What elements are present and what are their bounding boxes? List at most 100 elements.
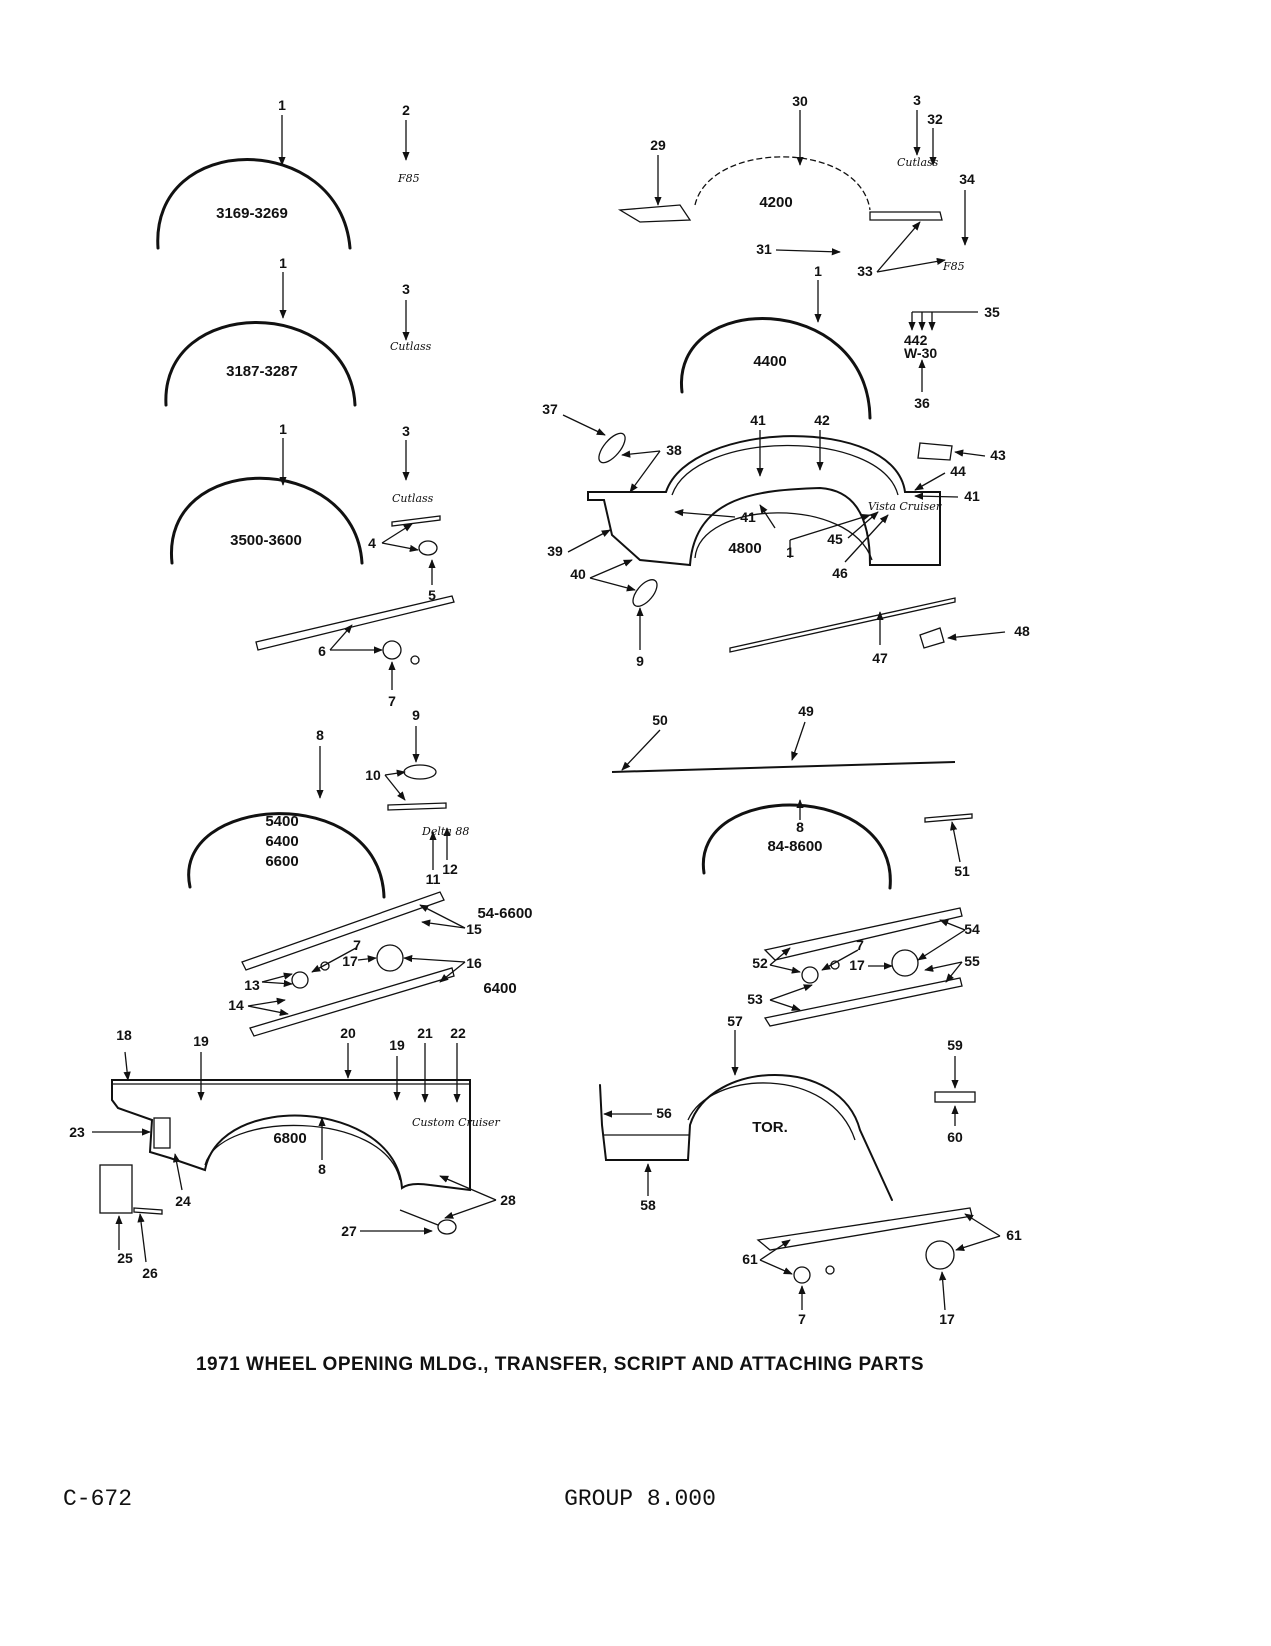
svg-text:4: 4 <box>368 535 376 551</box>
model-label: 3500-3600 <box>230 532 302 549</box>
svg-text:24: 24 <box>175 1193 191 1209</box>
svg-text:8: 8 <box>316 727 324 743</box>
model-label: 6800 <box>273 1130 306 1147</box>
svg-text:1: 1 <box>279 421 287 437</box>
svg-text:41: 41 <box>740 509 756 525</box>
svg-text:7: 7 <box>388 693 396 709</box>
svg-text:40: 40 <box>570 566 586 582</box>
svg-text:57: 57 <box>727 1013 743 1029</box>
svg-text:8: 8 <box>796 819 804 835</box>
svg-text:1: 1 <box>814 263 822 279</box>
svg-text:26: 26 <box>142 1265 158 1281</box>
svg-text:5: 5 <box>428 587 436 603</box>
model-label: TOR. <box>752 1119 788 1136</box>
svg-text:17: 17 <box>849 957 865 973</box>
svg-text:16: 16 <box>466 955 482 971</box>
svg-text:25: 25 <box>117 1250 133 1266</box>
group-3169-3269: 1 3169-3269 2 F85 <box>156 97 420 250</box>
model-label: 4400 <box>753 353 786 370</box>
model-label: 5400 <box>265 813 298 830</box>
wheel-opening-molding <box>701 803 892 890</box>
model-label: 84-8600 <box>767 838 822 855</box>
vista-cruiser-script: Vista Cruiser <box>868 500 942 513</box>
custom-cruiser-script: Custom Cruiser <box>412 1116 501 1129</box>
svg-text:38: 38 <box>666 442 682 458</box>
svg-text:14: 14 <box>228 997 244 1013</box>
model-label: 3169-3269 <box>216 205 288 222</box>
svg-text:27: 27 <box>341 1223 357 1239</box>
group-4800: Vista Cruiser 4800 37 38 39 40 41 41 41 … <box>542 401 1030 669</box>
svg-text:42: 42 <box>814 412 830 428</box>
model-label: 4800 <box>728 540 761 557</box>
wheel-opening-molding <box>156 158 352 250</box>
page-code: C-672 <box>63 1486 132 1512</box>
svg-text:52: 52 <box>752 955 768 971</box>
svg-text:1: 1 <box>279 255 287 271</box>
group-4200: 29 30 4200 31 Cutlass 3 32 33 34 F85 <box>617 92 975 279</box>
wheel-opening-molding <box>164 321 357 407</box>
svg-text:58: 58 <box>640 1197 656 1213</box>
svg-text:21: 21 <box>417 1025 433 1041</box>
wheel-opening-molding <box>187 812 386 899</box>
group-3187-3287: 1 3187-3287 3 Cutlass <box>164 255 432 407</box>
svg-text:1: 1 <box>278 97 286 113</box>
svg-text:8: 8 <box>318 1161 326 1177</box>
svg-text:2: 2 <box>402 102 410 118</box>
svg-text:11: 11 <box>426 871 441 887</box>
svg-text:35: 35 <box>984 304 1000 320</box>
svg-text:9: 9 <box>636 653 644 669</box>
svg-text:23: 23 <box>69 1124 85 1140</box>
svg-text:39: 39 <box>547 543 563 559</box>
svg-text:41: 41 <box>964 488 980 504</box>
svg-text:17: 17 <box>342 953 358 969</box>
svg-text:13: 13 <box>244 977 260 993</box>
svg-text:7: 7 <box>353 937 361 953</box>
svg-text:48: 48 <box>1014 623 1030 639</box>
svg-text:51: 51 <box>954 863 970 879</box>
svg-text:3: 3 <box>402 423 410 439</box>
svg-text:20: 20 <box>340 1025 356 1041</box>
svg-text:34: 34 <box>959 171 975 187</box>
group-long-molding: 49 50 <box>611 703 956 773</box>
442-emblem: 442 <box>904 332 928 348</box>
svg-text:29: 29 <box>650 137 666 153</box>
model-label: 6600 <box>265 853 298 870</box>
wheel-opening-molding <box>694 156 871 211</box>
svg-text:53: 53 <box>747 991 763 1007</box>
svg-text:50: 50 <box>652 712 668 728</box>
model-label: 6400 <box>265 833 298 850</box>
svg-text:18: 18 <box>116 1027 132 1043</box>
svg-text:45: 45 <box>827 531 843 547</box>
svg-text:6: 6 <box>318 643 326 659</box>
group-4400: 1 4400 442 W-30 35 36 <box>680 263 1000 420</box>
svg-text:19: 19 <box>193 1033 209 1049</box>
w30-emblem: W-30 <box>904 345 937 361</box>
group-5400-6400-6600: 8 5400 6400 6600 9 10 Delta 88 11 12 54-… <box>187 707 533 1037</box>
svg-text:19: 19 <box>389 1037 405 1053</box>
svg-text:43: 43 <box>990 447 1006 463</box>
svg-text:15: 15 <box>466 921 482 937</box>
f85-emblem: F85 <box>397 172 420 185</box>
svg-text:3: 3 <box>913 92 921 108</box>
model-label: 54-6600 <box>477 905 532 922</box>
model-label: 4200 <box>759 194 792 211</box>
svg-text:31: 31 <box>756 241 772 257</box>
svg-text:56: 56 <box>656 1105 672 1121</box>
group-3500-3600: 1 3500-3600 3 Cutlass 4 5 6 7 <box>170 421 455 709</box>
svg-text:54: 54 <box>964 921 980 937</box>
f85-emblem: F85 <box>942 260 965 273</box>
svg-text:9: 9 <box>412 707 420 723</box>
svg-text:41: 41 <box>750 412 766 428</box>
svg-text:36: 36 <box>914 395 930 411</box>
svg-text:12: 12 <box>442 861 458 877</box>
model-label: 6400 <box>483 980 516 997</box>
svg-text:49: 49 <box>798 703 814 719</box>
model-label: 3187-3287 <box>226 363 298 380</box>
wheel-opening-molding <box>170 476 364 565</box>
svg-text:1: 1 <box>786 544 794 560</box>
cutlass-script: Cutlass <box>392 492 434 505</box>
svg-text:7: 7 <box>856 937 864 953</box>
svg-text:3: 3 <box>402 281 410 297</box>
group-toronado: TOR. 57 56 58 59 60 61 61 7 17 <box>599 1013 1022 1327</box>
